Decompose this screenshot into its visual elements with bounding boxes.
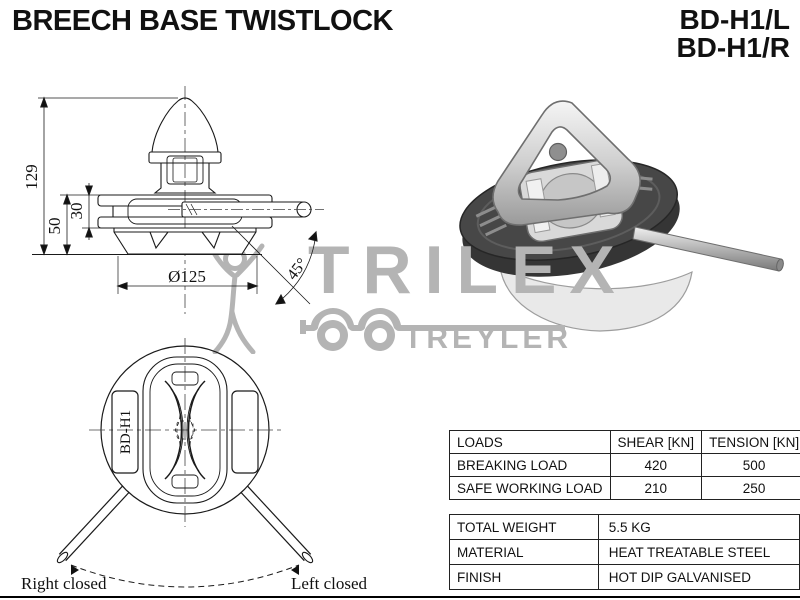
dim-label-lower-height: 50 [45,218,64,235]
breaking-load-label: BREAKING LOAD [449,453,611,477]
bottom-view-part-label: BD-H1 [118,410,134,454]
dim-label-angle: 45° [284,255,311,283]
render-handle-rod [632,226,782,272]
safe-working-load-tension: 250 [701,476,800,500]
render-triangle-ring [492,100,641,226]
loads-header-shear: SHEAR [KN] [609,430,703,454]
render-bottom-cone [499,265,693,332]
material-label: MATERIAL [449,539,599,565]
finish-value: HOT DIP GALVANISED [597,564,800,590]
watermark-trailer-icon [300,308,565,351]
breaking-load-shear: 420 [609,453,703,477]
dim-label-diameter: Ø125 [168,267,206,286]
total-weight-value: 5.5 KG [597,514,800,540]
safe-working-load-label: SAFE WORKING LOAD [449,476,611,500]
render-rod-tip [776,258,784,272]
safe-working-load-shear: 210 [609,476,703,500]
loads-header-tension: TENSION [KN] [701,430,800,454]
spec-table: TOTAL WEIGHT 5.5 KG MATERIAL HEAT TREATA… [449,514,800,590]
page-title: BREECH BASE TWISTLOCK [12,5,394,37]
loads-header-loads: LOADS [449,430,611,454]
model-numbers: BD-H1/L BD-H1/R [676,6,790,62]
watermark-word-text: TREYLER [404,322,573,355]
watermark-logo: TRILEX TREYLER [208,234,628,355]
table-row: SAFE WORKING LOAD 210 250 [449,476,800,500]
footer-rule [0,596,800,598]
bottom-view-drawing: BD-H1 Right closed Left closed [21,338,367,593]
watermark-brand-text: TRILEX [308,232,628,308]
caption-right-closed: Right closed [21,574,107,593]
table-row: FINISH HOT DIP GALVANISED [449,564,800,590]
render-ring-hole [548,142,568,162]
dim-label-flange-height: 30 [67,203,86,220]
front-view-drawing: 129 50 30 Ø125 45° [22,86,324,314]
caption-left-closed: Left closed [291,574,367,593]
table-row: MATERIAL HEAT TREATABLE STEEL [449,539,800,565]
material-value: HEAT TREATABLE STEEL [597,539,800,565]
total-weight-label: TOTAL WEIGHT [449,514,599,540]
product-photo-3d-render [459,100,784,332]
model-right-variant: BD-H1/R [676,32,790,63]
finish-label: FINISH [449,564,599,590]
table-row: BREAKING LOAD 420 500 [449,453,800,477]
loads-table: LOADS SHEAR [KN] TENSION [KN] BREAKING L… [449,430,800,500]
model-left-variant: BD-H1/L [679,4,790,35]
dim-label-total-height: 129 [22,164,41,190]
loads-header-row: LOADS SHEAR [KN] TENSION [KN] [449,430,800,454]
breaking-load-tension: 500 [701,453,800,477]
table-row: TOTAL WEIGHT 5.5 KG [449,514,800,540]
